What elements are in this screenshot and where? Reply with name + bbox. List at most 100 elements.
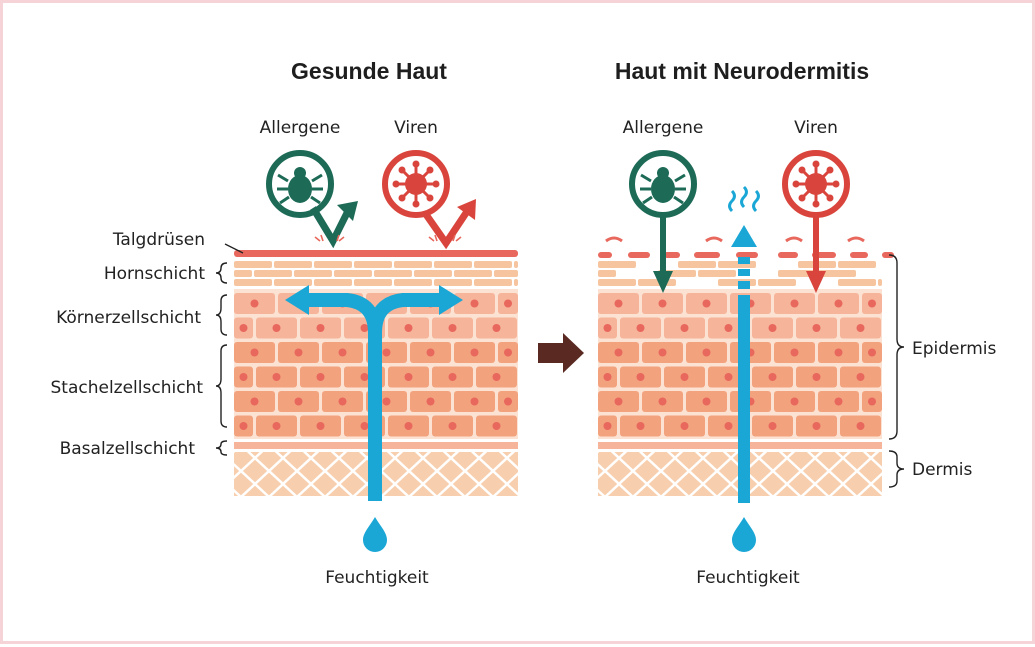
cell-nucleus xyxy=(868,348,876,357)
horn-cell xyxy=(598,261,636,268)
cell-nucleus xyxy=(316,373,325,381)
horn-cell xyxy=(354,261,392,268)
sebum-fragment xyxy=(628,252,650,258)
cell-nucleus xyxy=(614,299,623,308)
cell-nucleus xyxy=(702,348,711,357)
allergen-mite-icon-right xyxy=(629,150,697,218)
cell-nucleus xyxy=(360,324,369,332)
horn-cell xyxy=(514,279,518,286)
allergen-mite-icon xyxy=(266,150,334,218)
cell-nucleus xyxy=(636,422,645,430)
cell-nucleus xyxy=(603,373,612,381)
cell-nucleus xyxy=(470,397,479,406)
sebum-fragment xyxy=(882,252,894,258)
horn-cell xyxy=(514,261,518,268)
cell-nucleus xyxy=(492,373,501,381)
cell-nucleus xyxy=(614,397,623,406)
cell-nucleus xyxy=(790,299,799,308)
cell-nucleus xyxy=(614,348,623,357)
cell-nucleus xyxy=(504,397,512,406)
sebum-flakes xyxy=(605,236,865,243)
sebum-fragment xyxy=(850,252,868,258)
cell-nucleus xyxy=(360,373,369,381)
label-horn-layer: Hornschicht xyxy=(104,264,205,284)
allergen-arrowhead-right xyxy=(653,271,673,293)
horn-cell xyxy=(598,279,636,286)
label-spinous-layer: Stachelzellschicht xyxy=(51,378,204,398)
horn-cell xyxy=(274,279,312,286)
cell-nucleus xyxy=(658,397,667,406)
sebum-fragment xyxy=(664,252,680,258)
virus-arrowhead-left xyxy=(457,199,476,220)
cell-nucleus xyxy=(360,422,369,430)
sebum-fragment xyxy=(598,252,612,258)
horn-cell xyxy=(818,270,856,277)
cell-nucleus xyxy=(603,422,612,430)
cell-nucleus xyxy=(239,422,248,430)
cell-nucleus xyxy=(868,397,876,406)
cell-nucleus xyxy=(239,373,248,381)
skin-barrier-diagram: Gesunde Haut Haut mit Neurodermitis Alle… xyxy=(51,58,997,588)
cell-nucleus xyxy=(658,299,667,308)
allergen-arrowhead-left xyxy=(337,201,358,221)
cell-nucleus xyxy=(790,397,799,406)
water-drop-icon-right xyxy=(732,517,756,552)
right-region-braces xyxy=(888,254,905,488)
cell-nucleus xyxy=(658,348,667,357)
cell-nucleus xyxy=(492,324,501,332)
horn-cell xyxy=(598,270,616,277)
cell-nucleus xyxy=(724,324,733,332)
cell-nucleus xyxy=(724,422,733,430)
cell-nucleus xyxy=(768,422,777,430)
label-allergens-right: Allergene xyxy=(623,118,704,138)
cell-nucleus xyxy=(834,299,843,308)
cell-nucleus xyxy=(470,348,479,357)
cell-nucleus xyxy=(768,373,777,381)
horn-cell xyxy=(354,279,392,286)
cell-nucleus xyxy=(404,422,413,430)
cell-nucleus xyxy=(272,422,281,430)
cell-nucleus xyxy=(470,299,479,308)
horn-cell xyxy=(234,270,252,277)
cell-nucleus xyxy=(834,348,843,357)
cell-nucleus xyxy=(250,299,259,308)
cell-nucleus xyxy=(426,348,435,357)
virus-arrowhead-right xyxy=(806,271,826,293)
sebum-fragment xyxy=(778,252,798,258)
label-viruses-left: Viren xyxy=(394,118,438,138)
cell-nucleus xyxy=(812,422,821,430)
cell-nucleus xyxy=(448,422,457,430)
cell-nucleus xyxy=(702,397,711,406)
horn-cell xyxy=(494,270,518,277)
horn-cell xyxy=(434,261,472,268)
label-granular-layer: Körnerzellschicht xyxy=(56,308,201,328)
horn-cell xyxy=(718,279,756,286)
horn-cell xyxy=(474,279,512,286)
transition-arrow xyxy=(538,333,584,373)
cell-nucleus xyxy=(250,397,259,406)
label-viruses-right: Viren xyxy=(794,118,838,138)
cell-nucleus xyxy=(868,299,876,308)
horn-cell xyxy=(274,261,312,268)
cell-nucleus xyxy=(768,324,777,332)
cell-nucleus xyxy=(812,324,821,332)
cell-nucleus xyxy=(680,373,689,381)
water-drop-icon-left xyxy=(363,517,387,552)
cell-nucleus xyxy=(856,373,865,381)
horn-cell xyxy=(434,279,472,286)
cell-nucleus xyxy=(636,324,645,332)
cell-nucleus xyxy=(404,373,413,381)
horn-cell xyxy=(254,270,292,277)
horn-cell xyxy=(394,261,432,268)
cell-nucleus xyxy=(294,348,303,357)
cell-nucleus xyxy=(448,324,457,332)
cell-nucleus xyxy=(239,324,248,332)
horn-cell xyxy=(314,261,352,268)
cell-nucleus xyxy=(603,324,612,332)
label-moisture-left: Feuchtigkeit xyxy=(325,568,429,588)
cell-nucleus xyxy=(382,348,391,357)
horn-cell xyxy=(678,261,716,268)
horn-cell xyxy=(374,270,412,277)
horn-cell xyxy=(314,279,352,286)
horn-cell xyxy=(718,261,756,268)
